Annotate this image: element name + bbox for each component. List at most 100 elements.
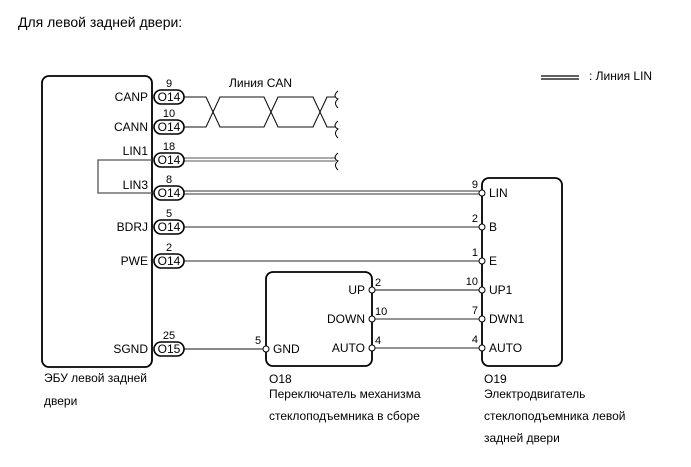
connector-badge — [153, 219, 185, 235]
motor-pin-label: E — [489, 254, 497, 268]
switch-pin-label: DOWN — [327, 312, 365, 326]
switch-pin-gnd: GND 5 — [255, 335, 300, 356]
ecu-caption-line2: двери — [44, 394, 77, 408]
pin-terminal — [478, 344, 486, 352]
motor-pin-lin: LIN 9 — [472, 179, 508, 200]
legend-lin-label: : Линия LIN — [589, 69, 652, 83]
pin-number: 4 — [472, 334, 478, 346]
pin-number: 9 — [472, 179, 478, 191]
pin-number: 5 — [166, 208, 172, 220]
pin-number: 2 — [375, 277, 381, 289]
lin1-break-icon — [334, 152, 339, 171]
switch-pin-up: UP 2 — [348, 277, 381, 297]
motor-box — [481, 177, 563, 367]
ecu-pin-label: BDRJ — [117, 220, 148, 234]
lin1-wire — [183, 152, 339, 171]
motor-pin-label: UP1 — [489, 283, 513, 297]
connector-badge — [153, 341, 185, 357]
pin-terminal — [368, 315, 376, 323]
pin-number: 10 — [466, 276, 478, 288]
motor-pin-label: LIN — [489, 186, 508, 200]
canp-wire-lower — [183, 96, 336, 128]
motor-pin-b: B 2 — [472, 213, 497, 234]
pin-terminal — [368, 286, 376, 294]
pin-number: 2 — [472, 213, 478, 225]
ecu-pin-label: PWE — [121, 254, 148, 268]
motor-pin-label: B — [489, 220, 497, 234]
lin3-wire — [183, 190, 479, 195]
connector-label: O14 — [158, 120, 181, 134]
connector-label: O15 — [158, 342, 181, 356]
connector-label: O14 — [158, 220, 181, 234]
motor-pin-label: AUTO — [489, 341, 522, 355]
pin-number: 10 — [163, 108, 175, 120]
motor-caption-line3: задней двери — [484, 431, 560, 445]
switch-pin-label: UP — [348, 283, 365, 297]
switch-id: O18 — [269, 372, 292, 386]
motor-id: O19 — [484, 372, 507, 386]
switch-pin-label: GND — [273, 342, 300, 356]
ecu-pin-label: LIN1 — [123, 144, 149, 158]
connector-label: O14 — [158, 90, 181, 104]
motor-pin-up1: UP1 10 — [466, 276, 513, 297]
legend-lin: : Линия LIN — [541, 69, 652, 83]
pin-number: 5 — [255, 335, 261, 347]
motor-pin-auto: AUTO 4 — [472, 334, 522, 355]
can-twisted-pair: Линия CAN — [183, 76, 339, 139]
motor-pin-label: DWN1 — [489, 312, 525, 326]
pin-number: 25 — [163, 330, 175, 342]
connector-badge — [153, 89, 185, 105]
pin-number: 10 — [375, 306, 387, 318]
pin-terminal — [478, 257, 486, 265]
motor-caption-line1: Электродвигатель — [484, 387, 585, 401]
connector-badge — [153, 185, 185, 201]
pin-number: 18 — [163, 141, 175, 153]
motor-pin-e: E 1 — [472, 247, 497, 268]
pin-number: 1 — [472, 247, 478, 259]
ecu-pin-canp: CANP O14 9 — [115, 78, 185, 105]
pin-number: 8 — [166, 174, 172, 186]
pin-terminal — [368, 344, 376, 352]
pin-terminal — [262, 345, 270, 353]
ecu-pin-label: CANN — [114, 120, 148, 134]
pin-number: 7 — [472, 305, 478, 317]
pin-number: 9 — [166, 78, 172, 90]
connector-badge — [153, 253, 185, 269]
ecu-box — [41, 75, 153, 368]
can-line-label: Линия CAN — [229, 76, 292, 90]
ecu-pin-label: LIN3 — [123, 178, 149, 192]
connector-label: O14 — [158, 153, 181, 167]
ecu-pin-lin3: LIN3 O14 8 — [123, 174, 185, 201]
canp-break-icon — [334, 90, 339, 109]
ecu-pin-lin1: LIN1 O14 18 — [123, 141, 185, 168]
connector-badge — [153, 119, 185, 135]
pin-number: 2 — [166, 242, 172, 254]
pin-terminal — [478, 223, 486, 231]
cann-break-icon — [334, 120, 339, 139]
ecu-pin-cann: CANN O14 10 — [114, 108, 185, 135]
ecu-pin-label: CANP — [115, 90, 148, 104]
switch-pin-auto: AUTO 4 — [332, 335, 381, 355]
switch-caption-line1: Переключатель механизма — [269, 387, 421, 401]
ecu-pin-pwe: PWE O14 2 — [121, 242, 185, 269]
pin-terminal — [478, 189, 486, 197]
connector-label: O14 — [158, 186, 181, 200]
ecu-pin-label: SGND — [113, 342, 148, 356]
connector-badge — [153, 152, 185, 168]
ecu-lin-jumper — [97, 159, 152, 194]
cann-wire-upper — [183, 96, 336, 128]
switch-caption-line2: стеклоподъемника в сборе — [269, 409, 420, 423]
switch-pin-label: AUTO — [332, 341, 365, 355]
ecu-pin-bdrj: BDRJ O14 5 — [117, 208, 185, 235]
ecu-pin-sgnd: SGND O15 25 — [113, 330, 185, 357]
ecu-caption-line1: ЭБУ левой задней — [44, 371, 147, 385]
switch-pin-down: DOWN 10 — [327, 306, 387, 326]
motor-caption-line2: стеклоподъемника левой — [484, 409, 625, 423]
connector-label: O14 — [158, 254, 181, 268]
pin-terminal — [478, 315, 486, 323]
pin-terminal — [478, 286, 486, 294]
pin-number: 4 — [375, 335, 381, 347]
diagram-heading: Для левой задней двери: — [18, 14, 182, 30]
motor-pin-dwn1: DWN1 7 — [472, 305, 525, 326]
